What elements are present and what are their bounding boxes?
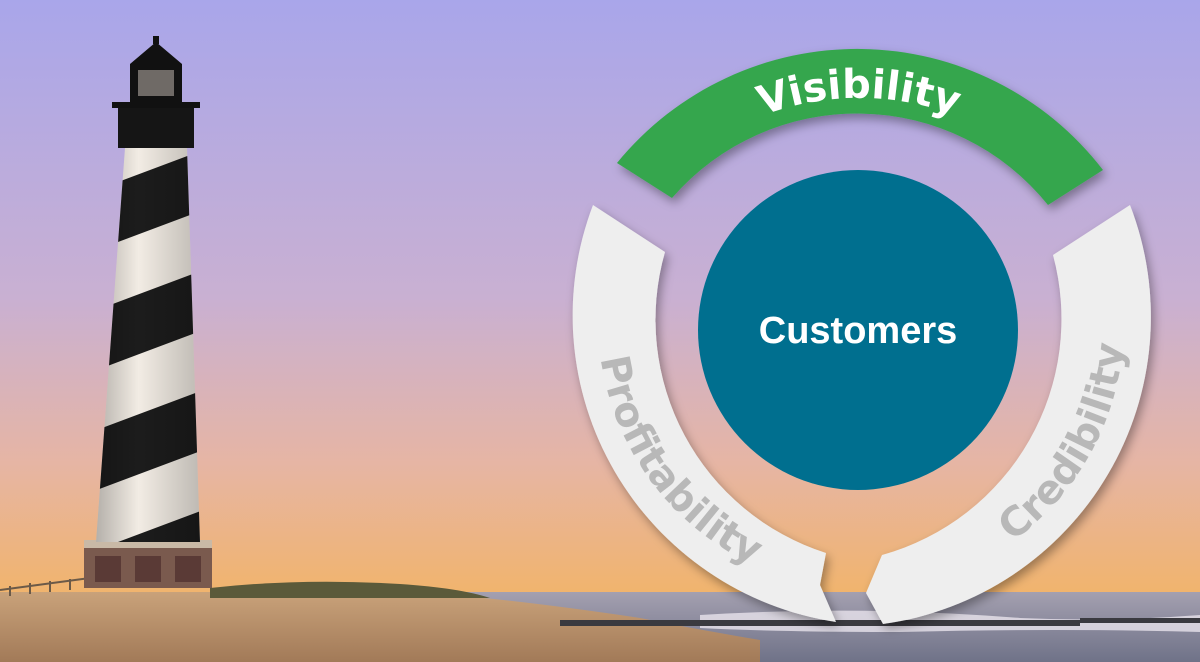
beach-sand [0, 592, 760, 662]
center-circle [698, 170, 1018, 490]
profitability-arc [572, 205, 836, 622]
beach-fence [0, 577, 91, 596]
center-label: Customers [759, 310, 958, 352]
credibility-arc [866, 205, 1151, 624]
lighthouse-gallery [112, 102, 200, 108]
jetty [560, 618, 1200, 626]
dune-grass [210, 581, 490, 598]
cycle-diagram: Visibility Credibility Profitability Cus… [572, 48, 1151, 624]
visibility-arc [617, 48, 1103, 205]
